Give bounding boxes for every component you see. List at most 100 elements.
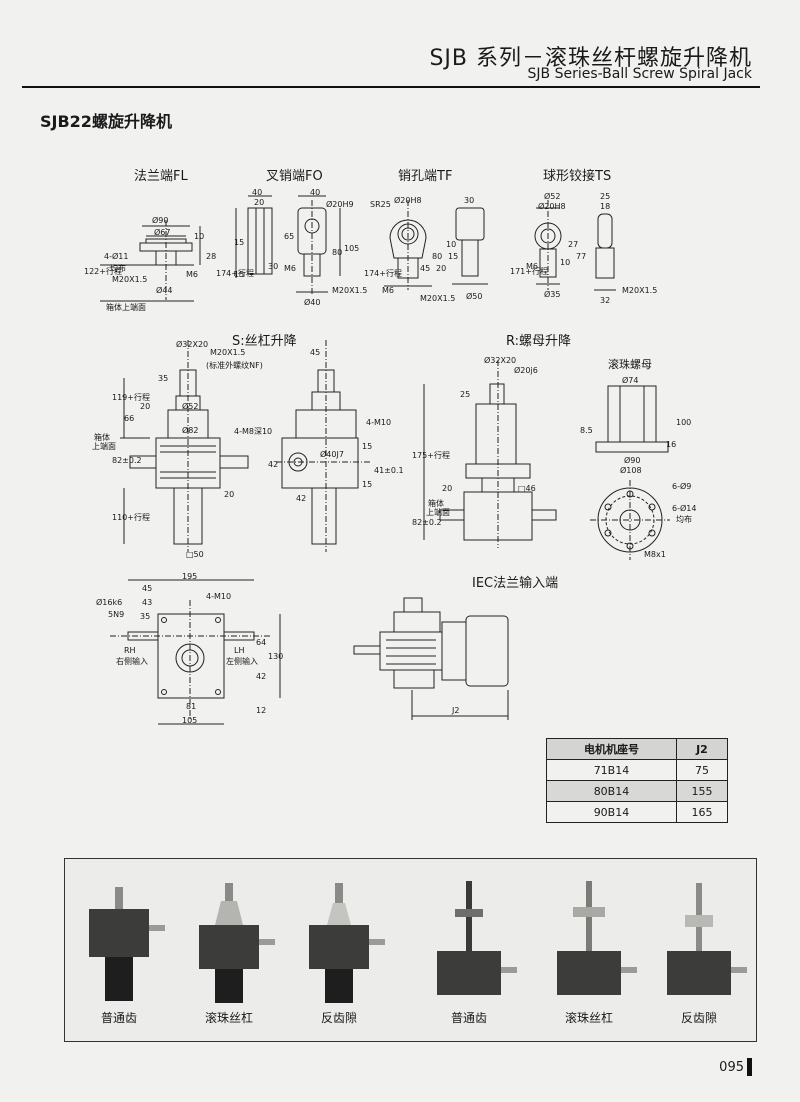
table-cell: 71B14 bbox=[546, 759, 677, 781]
dim-label: 105 bbox=[344, 244, 360, 253]
dim-label: 42 bbox=[296, 494, 307, 503]
dim-label: 77 bbox=[576, 252, 587, 261]
dim-label: 119+行程 bbox=[112, 393, 150, 402]
dim-label: 174+行程 bbox=[216, 269, 254, 278]
dim-label: 10 bbox=[194, 232, 205, 241]
dim-label: 4-M10 bbox=[366, 418, 392, 427]
dim-label: 箱体 bbox=[94, 433, 110, 442]
subsection-s-label: S:丝杠升降 bbox=[232, 334, 297, 349]
dim-label: 6-Ø14 bbox=[672, 504, 697, 513]
dim-label: 右侧输入 bbox=[116, 657, 148, 666]
dim-label: 6-Ø9 bbox=[672, 482, 692, 491]
dim-label: 8.5 bbox=[580, 426, 593, 435]
dim-label: 40 bbox=[252, 188, 263, 197]
dim-label: Ø40 bbox=[304, 298, 321, 307]
dim-label: 4-Ø11 bbox=[104, 252, 129, 261]
dim-label: 30 bbox=[268, 262, 279, 271]
photo-caption: 反齿隙 bbox=[680, 1011, 717, 1025]
page-number: 095 bbox=[719, 1060, 744, 1075]
dim-label: M6 bbox=[186, 270, 198, 279]
dim-label: 30 bbox=[464, 196, 475, 205]
dim-label: 110+行程 bbox=[112, 513, 150, 522]
dim-label: SR25 bbox=[370, 200, 391, 209]
end-type-tf-label: 销孔端TF bbox=[398, 169, 453, 184]
dim-label: Ø52 bbox=[544, 192, 561, 201]
dim-label: Ø40J7 bbox=[320, 450, 344, 459]
dim-label: Ø44 bbox=[156, 286, 173, 295]
dim-label: 174+行程 bbox=[364, 269, 402, 278]
dim-label: 43 bbox=[142, 598, 153, 607]
table-row: 90B14 165 bbox=[546, 801, 729, 823]
table-row: 80B14 155 bbox=[546, 780, 729, 802]
table-cell: 75 bbox=[675, 759, 729, 781]
end-type-fo-label: 叉销端FO bbox=[266, 169, 323, 184]
header-title-en: SJB Series-Ball Screw Spiral Jack bbox=[527, 66, 753, 82]
section-title: SJB22螺旋升降机 bbox=[40, 112, 172, 131]
dim-label: M20X1.5 bbox=[420, 294, 456, 303]
dim-label: 64 bbox=[256, 638, 267, 647]
table-header: J2 bbox=[675, 738, 729, 760]
dim-label: 20 bbox=[224, 490, 235, 499]
dim-label: 42 bbox=[268, 460, 279, 469]
dim-label: Ø50 bbox=[466, 292, 483, 301]
product-photo bbox=[89, 887, 165, 1001]
dim-label: 27 bbox=[568, 240, 579, 249]
dim-label: M20X1.5 bbox=[622, 286, 658, 295]
dim-label: 66 bbox=[124, 414, 135, 423]
dim-label: M6 bbox=[284, 264, 296, 273]
dim-label: 130 bbox=[268, 652, 284, 661]
dim-label: Ø74 bbox=[622, 376, 639, 385]
dim-label: 上端面 bbox=[426, 508, 450, 517]
dim-label: 35 bbox=[140, 612, 151, 621]
dim-label: 20 bbox=[140, 402, 151, 411]
dim-label: M6 bbox=[382, 286, 394, 295]
dim-label: Ø52 bbox=[182, 402, 199, 411]
dim-label: Ø90 bbox=[152, 216, 169, 225]
dim-label: Ø35 bbox=[544, 290, 561, 299]
dim-label: 上端面 bbox=[92, 442, 116, 451]
dim-label: 100 bbox=[676, 418, 692, 427]
dim-label: M20X1.5 bbox=[112, 275, 148, 284]
photo-caption: 普通齿 bbox=[100, 1011, 137, 1025]
dim-label: 均布 bbox=[110, 264, 126, 273]
dim-label: 4-M10 bbox=[206, 592, 232, 601]
dim-label: M20X1.5 bbox=[332, 286, 368, 295]
subsection-nut-label: 滚珠螺母 bbox=[608, 358, 652, 371]
dim-label: 45 bbox=[142, 584, 153, 593]
tf-end-drawing bbox=[384, 200, 488, 290]
dim-label: LH bbox=[234, 646, 245, 655]
r-lift-drawing bbox=[423, 360, 557, 548]
subsection-r-label: R:螺母升降 bbox=[506, 334, 572, 349]
end-type-ts-label: 球形铰接TS bbox=[543, 169, 612, 184]
dim-label: 40 bbox=[310, 188, 321, 197]
dim-label: 82±0.2 bbox=[112, 456, 142, 465]
dim-label: Ø90 bbox=[624, 456, 641, 465]
product-photos: 普通齿 滚珠丝杠 反齿隙 普通齿 滚珠丝杠 反齿隙 bbox=[64, 858, 757, 1042]
dim-label: 45 bbox=[420, 264, 431, 273]
dim-label: 15 bbox=[234, 270, 245, 279]
header-title-cn: SJB 系列－滚珠丝杆螺旋升降机 bbox=[429, 46, 752, 71]
photo-caption: 滚珠丝杠 bbox=[564, 1011, 613, 1025]
photo-caption: 滚珠丝杠 bbox=[204, 1011, 253, 1025]
dim-label: 16 bbox=[666, 440, 677, 449]
dim-label: 80 bbox=[332, 248, 343, 257]
table-cell: 90B14 bbox=[546, 801, 677, 823]
product-photo bbox=[667, 883, 747, 995]
ts-end-drawing bbox=[534, 200, 616, 291]
dim-label: 25 bbox=[600, 192, 611, 201]
table-cell: 155 bbox=[675, 780, 729, 802]
dim-label: 15 bbox=[448, 252, 459, 261]
dim-label: Ø16k6 bbox=[96, 598, 123, 607]
dim-label: RH bbox=[124, 646, 136, 655]
dim-label: (标准外螺纹NF) bbox=[206, 361, 263, 370]
dim-label: Ø32X20 bbox=[176, 340, 209, 349]
top-view-drawing bbox=[110, 579, 281, 725]
end-type-fl-label: 法兰端FL bbox=[134, 169, 188, 184]
product-photo bbox=[437, 881, 517, 995]
table-cell: 165 bbox=[675, 801, 729, 823]
dim-label: 105 bbox=[182, 716, 198, 725]
photo-caption: 反齿隙 bbox=[320, 1011, 357, 1025]
dim-label: 15 bbox=[234, 238, 245, 247]
dim-label: Ø20H8 bbox=[538, 202, 566, 211]
